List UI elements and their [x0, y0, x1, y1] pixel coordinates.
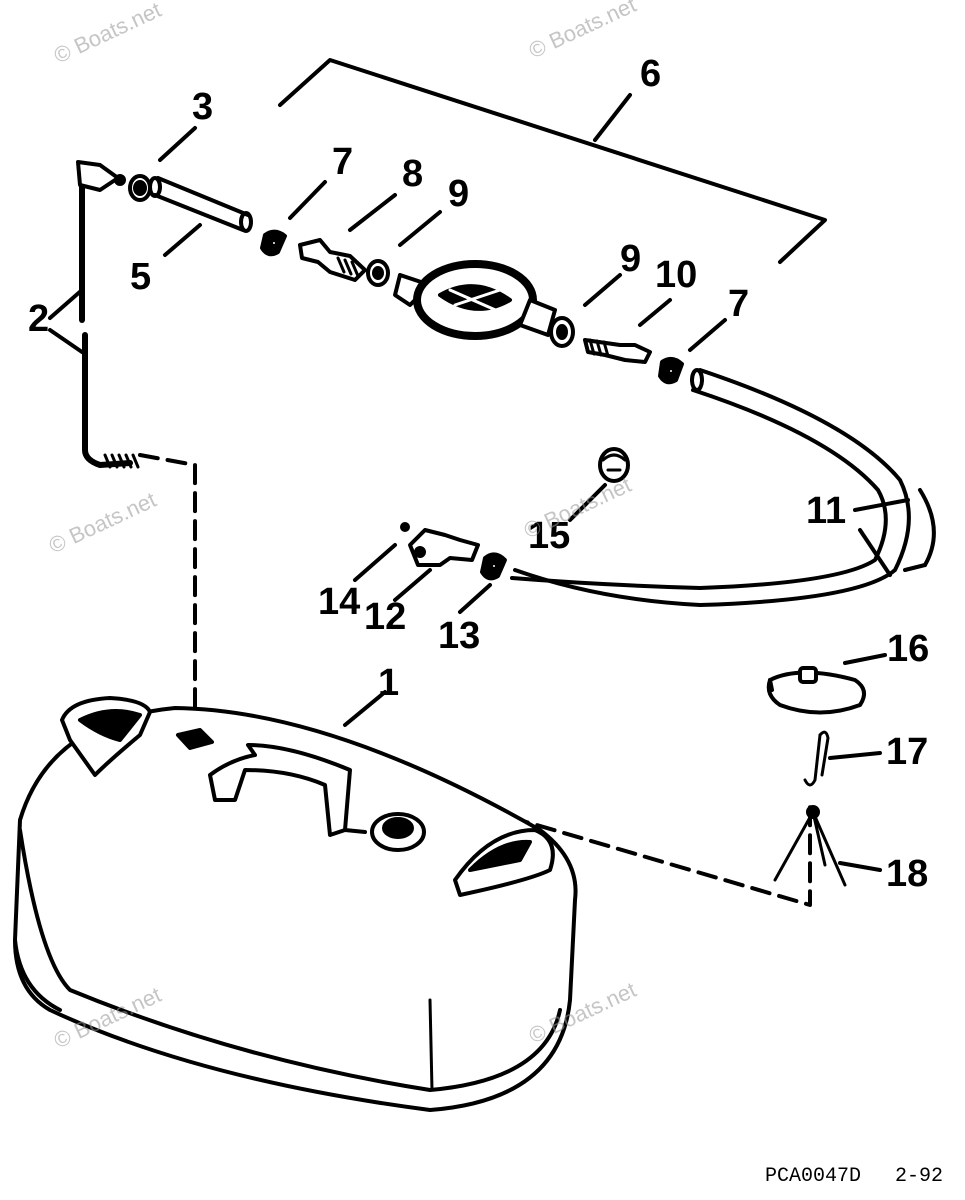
callout-5: 5 — [130, 256, 152, 298]
callout-18: 18 — [886, 853, 929, 895]
callout-15: 15 — [528, 515, 571, 557]
clamp-13 — [480, 552, 507, 581]
connector-10 — [583, 338, 652, 364]
bracket-6 — [278, 58, 827, 264]
leader-7-left — [288, 180, 327, 220]
leader-11b — [858, 528, 892, 577]
fuel-hose-11 — [510, 368, 936, 607]
primer-bulb — [393, 260, 557, 340]
fuel-tank-1 — [13, 696, 578, 1112]
oring-14 — [400, 522, 410, 532]
leader-7-right — [688, 318, 727, 352]
callout-14: 14 — [318, 581, 361, 623]
pickup-tube-2 — [76, 160, 140, 469]
leader-9-left — [398, 210, 442, 247]
callout-11: 11 — [806, 490, 847, 532]
callout-10: 10 — [655, 254, 698, 296]
leader-1 — [343, 690, 387, 727]
leader-17 — [828, 751, 882, 760]
connector-12 — [408, 528, 480, 567]
leader-9-right — [583, 273, 622, 307]
clamp-7-left — [260, 229, 287, 257]
clamp-7-right — [658, 357, 684, 385]
leader-8 — [348, 193, 397, 232]
leader-3 — [158, 126, 197, 162]
callout-1: 1 — [378, 662, 400, 704]
clip-18 — [773, 805, 847, 887]
hook-17 — [803, 730, 830, 787]
callout-7-right: 7 — [728, 283, 750, 325]
leader-12 — [393, 568, 432, 602]
callout-9-right: 9 — [620, 238, 642, 280]
callout-6: 6 — [640, 53, 662, 95]
fuel-cap-16 — [766, 666, 866, 715]
leader-18 — [838, 861, 882, 872]
leader-14 — [353, 543, 397, 582]
callout-7-left: 7 — [332, 141, 354, 183]
plug-15 — [598, 447, 630, 483]
callout-9-left: 9 — [448, 173, 470, 215]
leader-13 — [458, 583, 492, 614]
clamp-9-right — [549, 316, 575, 348]
leader-15 — [568, 483, 607, 522]
hose-5 — [148, 176, 253, 233]
leader-2a — [48, 288, 84, 320]
callout-12: 12 — [364, 596, 407, 638]
clamp-3 — [128, 174, 152, 202]
callout-17: 17 — [886, 731, 929, 773]
leader-5 — [163, 223, 202, 257]
diagram-code: PCA0047D — [765, 1165, 862, 1188]
leader-6 — [593, 93, 632, 142]
clamp-9-left — [366, 259, 390, 287]
callout-16: 16 — [887, 628, 930, 670]
callout-13: 13 — [438, 615, 481, 657]
leader-10 — [638, 298, 672, 327]
leader-11a — [853, 498, 910, 512]
callout-8: 8 — [402, 153, 424, 195]
leader-16 — [843, 653, 887, 665]
callout-3: 3 — [192, 86, 214, 128]
leader-2b — [48, 328, 84, 354]
diagram-date: 2-92 — [895, 1165, 944, 1188]
connector-8 — [298, 238, 367, 282]
callout-2: 2 — [28, 298, 50, 340]
